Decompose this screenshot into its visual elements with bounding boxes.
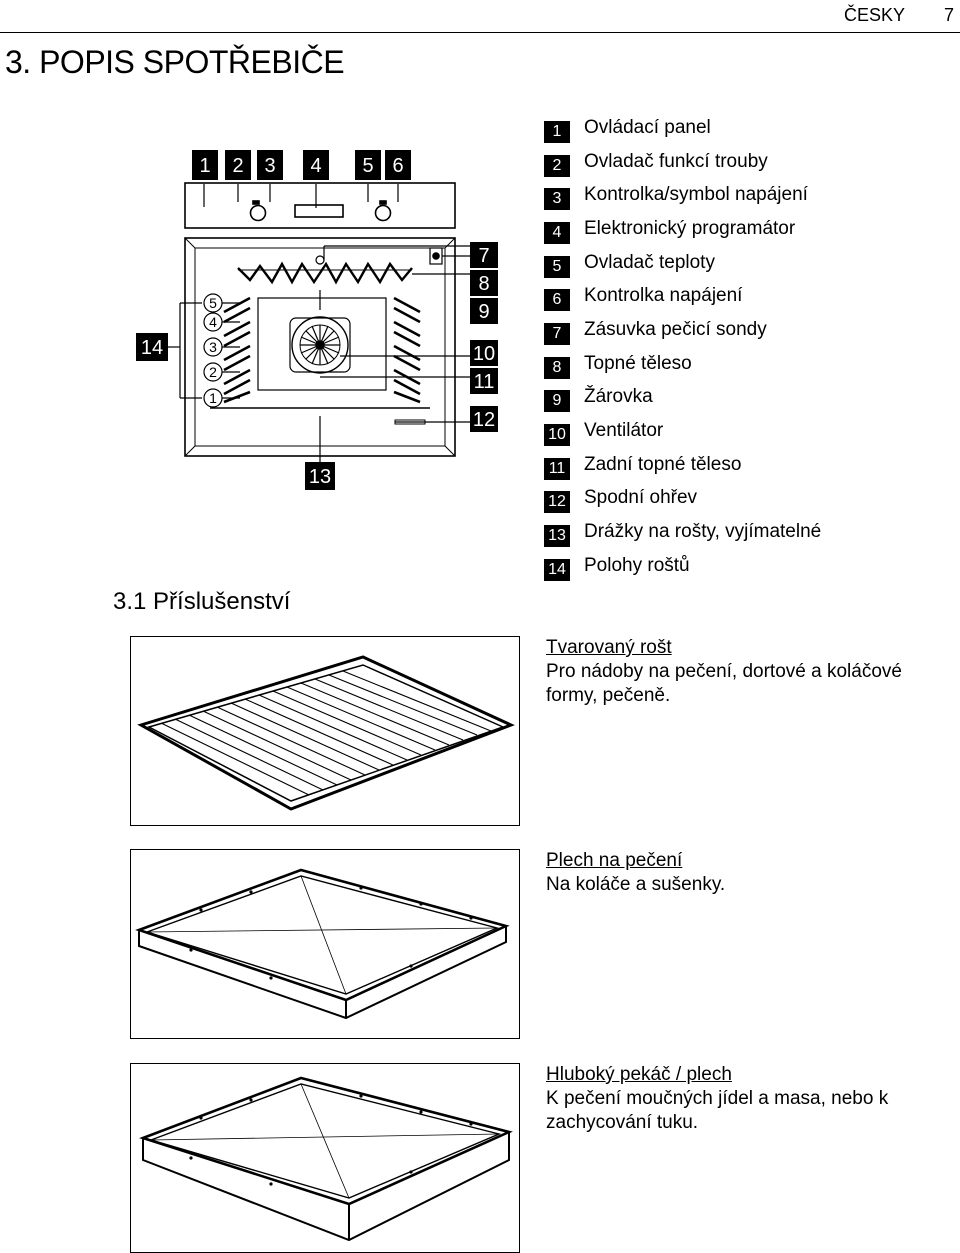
- legend-item: 9 Žárovka: [544, 381, 821, 415]
- shelf-level-5: 5: [209, 295, 217, 311]
- callout-1: 1: [199, 155, 210, 177]
- legend-number: 1: [544, 120, 570, 143]
- legend-item: 6 Kontrolka napájení: [544, 279, 821, 313]
- shelf-level-1: 1: [209, 390, 217, 406]
- control-panel-outline: [184, 182, 456, 229]
- legend-label: Žárovka: [584, 386, 653, 408]
- legend-number: 8: [544, 356, 570, 379]
- function-knob-icon: [249, 204, 267, 222]
- callout-12: 12: [473, 409, 495, 431]
- accessory-1-name: Tvarovaný rošt: [546, 637, 672, 658]
- temperature-knob-icon: [374, 204, 392, 222]
- legend-number: 4: [544, 221, 570, 244]
- fan-icon: [291, 316, 349, 374]
- lamp-icon: [315, 255, 325, 265]
- callout-2: 2: [232, 155, 243, 177]
- parts-legend: 1 Ovládací panel 2 Ovladač funkcí trouby 3…: [544, 111, 821, 583]
- callout-14: 14: [141, 337, 163, 359]
- legend-number: 3: [544, 188, 570, 211]
- wire-shelf-icon: [137, 655, 515, 811]
- shelf-level-2: 2: [209, 364, 217, 380]
- accessory-3-name: Hluboký pekáč / plech: [546, 1064, 732, 1085]
- legend-number: 14: [544, 558, 570, 581]
- accessory-2-description: Na koláče a sušenky.: [546, 874, 726, 895]
- legend-label: Ovládací panel: [584, 116, 711, 138]
- legend-label: Zadní topné těleso: [584, 453, 742, 475]
- legend-label: Zásuvka pečicí sondy: [584, 318, 767, 340]
- oven-diagram: 1 2 3 4 5 6 7 8 9 10 11 12 13 14 5: [136, 150, 498, 490]
- section-title: 3. POPIS SPOTŘEBIČE: [5, 44, 345, 80]
- legend-number: 5: [544, 255, 570, 278]
- legend-label: Ovladač funkcí trouby: [584, 150, 768, 172]
- legend-number: 2: [544, 154, 570, 177]
- legend-label: Elektronický programátor: [584, 217, 796, 239]
- baking-tray-image: [130, 849, 520, 1039]
- callout-10: 10: [473, 343, 495, 365]
- callout-13: 13: [309, 466, 331, 488]
- callout-9: 9: [478, 301, 489, 323]
- legend-number: 6: [544, 289, 570, 312]
- legend-item: 10 Ventilátor: [544, 414, 821, 448]
- legend-item: 3 Kontrolka/symbol napájení: [544, 178, 821, 212]
- legend-item: 2 Ovladač funkcí trouby: [544, 145, 821, 179]
- top-callouts: 1 2 3 4 5 6: [192, 150, 411, 180]
- legend-label: Topné těleso: [584, 352, 692, 374]
- right-callouts: 7 8 9 10 11 12: [470, 242, 498, 432]
- accessory-1-description: Pro nádoby na pečení, dortové a koláčové…: [546, 661, 902, 706]
- legend-item: 11 Zadní topné těleso: [544, 448, 821, 482]
- callout-6: 6: [392, 155, 403, 177]
- legend-item: 4 Elektronický programátor: [544, 212, 821, 246]
- legend-number: 13: [544, 525, 570, 548]
- callout-4: 4: [310, 155, 321, 177]
- legend-item: 5 Ovladač teploty: [544, 246, 821, 280]
- header-divider: [0, 32, 960, 33]
- legend-label: Kontrolka/symbol napájení: [584, 184, 808, 206]
- programmer-display-icon: [294, 204, 344, 218]
- legend-item: 14 Polohy roštů: [544, 549, 821, 583]
- callout-8: 8: [478, 273, 489, 295]
- callout-11: 11: [474, 371, 495, 393]
- legend-label: Drážky na rošty, vyjímatelné: [584, 521, 822, 543]
- language-label: ČESKY: [843, 5, 905, 25]
- shelf-level-4: 4: [209, 314, 217, 330]
- legend-item: 12 Spodní ohřev: [544, 482, 821, 516]
- legend-item: 8 Topné těleso: [544, 347, 821, 381]
- legend-label: Kontrolka napájení: [584, 285, 743, 307]
- accessory-3-description: K pečení moučných jídel a masa, nebo k z…: [546, 1088, 889, 1133]
- legend-label: Spodní ohřev: [584, 487, 698, 509]
- deep-pan-image: [130, 1063, 520, 1253]
- legend-number: 12: [544, 491, 570, 514]
- callout-7: 7: [478, 245, 489, 267]
- accessory-2-text: Plech na pečení Na koláče a sušenky.: [546, 849, 956, 897]
- legend-item: 13 Drážky na rošty, vyjímatelné: [544, 515, 821, 549]
- legend-number: 10: [544, 424, 570, 447]
- legend-item: 7 Zásuvka pečicí sondy: [544, 313, 821, 347]
- subsection-title: 3.1 Příslušenství: [113, 588, 291, 615]
- legend-number: 9: [544, 390, 570, 413]
- legend-label: Polohy roštů: [584, 554, 690, 576]
- legend-label: Ventilátor: [584, 420, 664, 442]
- deep-pan-icon: [139, 1076, 513, 1242]
- wire-shelf-image: [130, 636, 520, 826]
- accessory-1-text: Tvarovaný rošt Pro nádoby na pečení, dor…: [546, 636, 956, 708]
- legend-item: 1 Ovládací panel: [544, 111, 821, 145]
- baking-tray-icon: [135, 868, 510, 1020]
- legend-label: Ovladač teploty: [584, 251, 715, 273]
- accessory-3-text: Hluboký pekáč / plech K pečení moučných …: [546, 1063, 956, 1135]
- shelf-level-3: 3: [209, 339, 217, 355]
- legend-number: 7: [544, 322, 570, 345]
- callout-3: 3: [264, 155, 275, 177]
- page-number: 7: [943, 5, 954, 25]
- accessory-2-name: Plech na pečení: [546, 850, 683, 871]
- legend-number: 11: [544, 457, 570, 480]
- callout-5: 5: [362, 155, 373, 177]
